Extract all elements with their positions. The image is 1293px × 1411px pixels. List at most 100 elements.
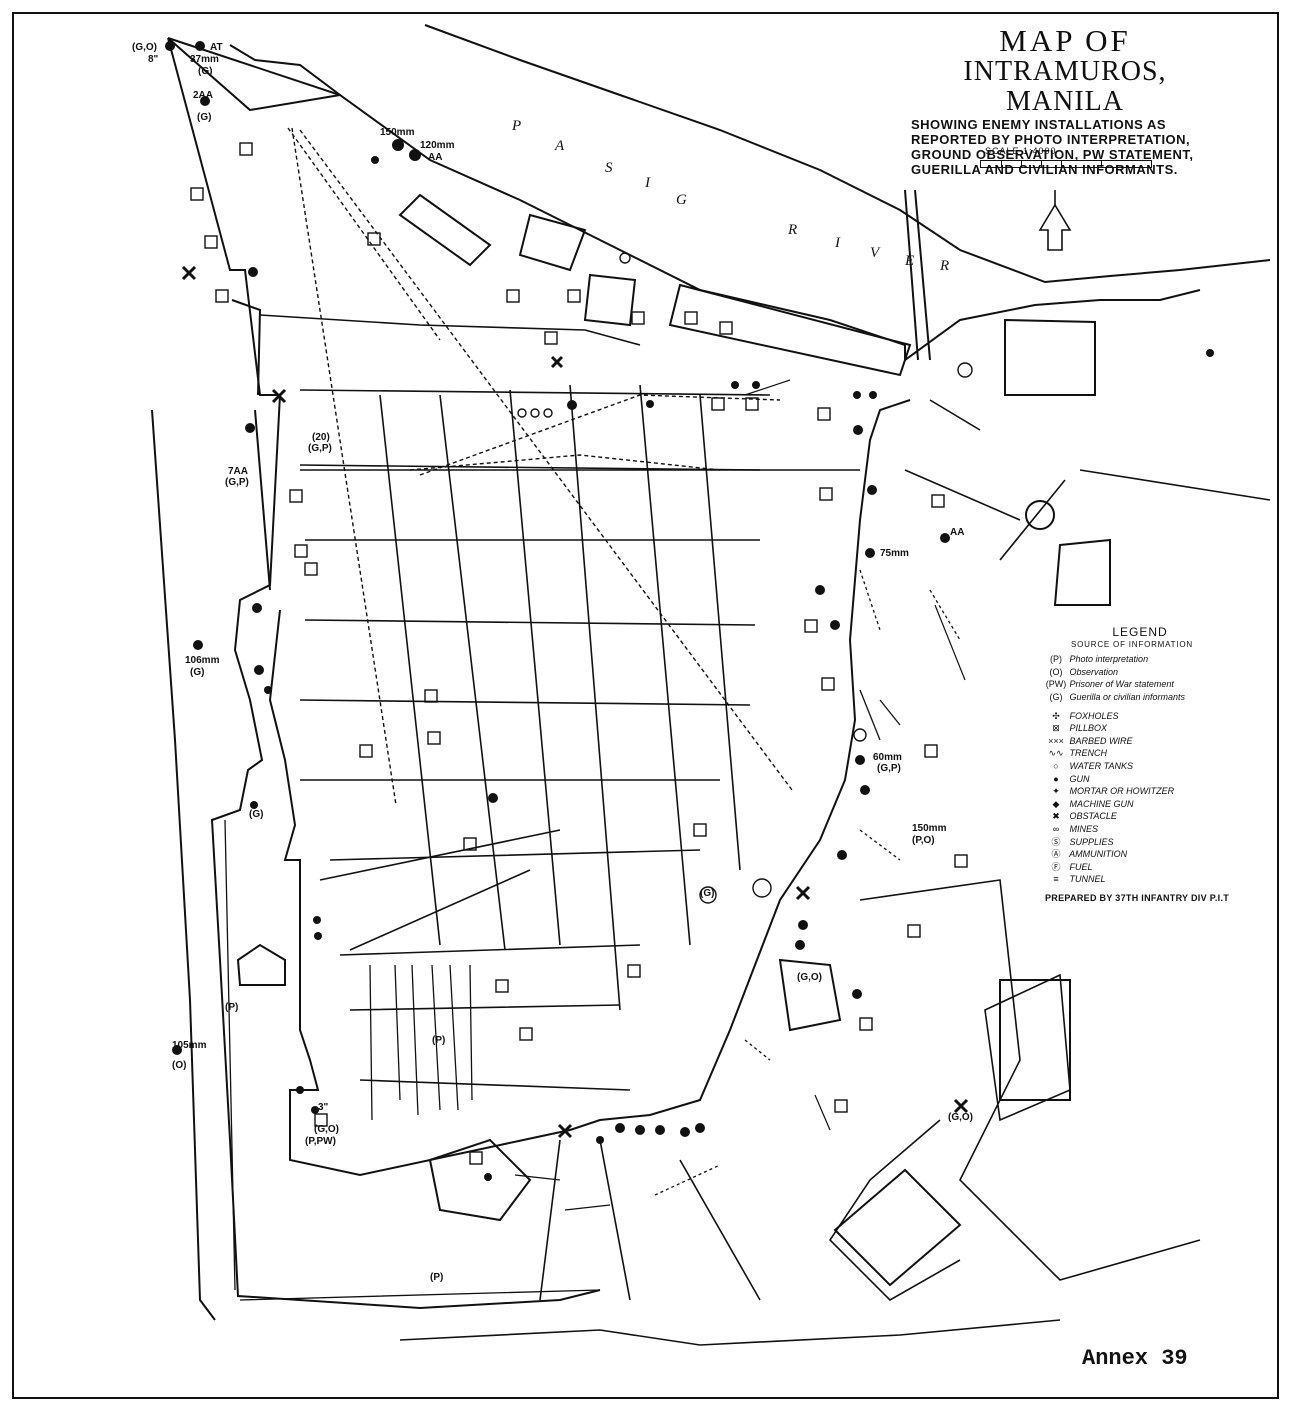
- river-letter: P: [512, 118, 522, 134]
- map-label: (O): [172, 1060, 187, 1071]
- river-letter: E: [905, 253, 915, 269]
- monument-outline: [999, 979, 1071, 1101]
- legend-text: PILLBOX: [1069, 723, 1108, 734]
- map-label: (G): [197, 112, 212, 123]
- river-bank-north: [424, 24, 1271, 284]
- legend-symbol-row: ✦ MORTAR OR HOWITZER: [1045, 785, 1255, 798]
- map-label: (G,O): [314, 1124, 339, 1135]
- street-grid: [259, 314, 860, 1091]
- legend-text: Observation: [1069, 666, 1119, 677]
- city-wall-outer: [167, 37, 601, 1310]
- pier: [904, 189, 931, 361]
- legend-source-heading: SOURCE OF INFORMATION: [1071, 639, 1193, 649]
- legend-symbol-row: ◆ MACHINE GUN: [1045, 798, 1255, 811]
- legend-symbol-row: ○ WATER TANKS: [1045, 760, 1255, 773]
- mortar-icon: ✦: [1052, 786, 1060, 797]
- water-tanks: [517, 252, 973, 904]
- map-label: (G,P): [225, 477, 249, 488]
- pillboxes: [190, 142, 968, 1165]
- mines-icon: ∞: [1052, 823, 1060, 834]
- legend-symbol-row: ∞ MINES: [1045, 823, 1255, 836]
- map-label: (G): [249, 809, 264, 820]
- legend-key: (O): [1049, 666, 1063, 677]
- map-label: (G,O): [948, 1112, 973, 1123]
- legend-symbol-row: ∿∿ TRENCH: [1045, 747, 1255, 760]
- legend-symbol-row: ××× BARBED WIRE: [1045, 735, 1255, 748]
- map-label: 106mm: [185, 655, 220, 666]
- city-wall-west: [151, 409, 216, 1321]
- river-letter: I: [835, 235, 840, 251]
- title-line-1: MAP OF: [999, 23, 1131, 58]
- map-label: (G,P): [877, 763, 901, 774]
- bastion-southwest: [428, 1138, 532, 1222]
- tunnel-icon: ≡: [1053, 874, 1059, 885]
- block-north-1: [398, 193, 492, 267]
- legend-text: MINES: [1069, 823, 1099, 834]
- map-title: MAP OF INTRAMUROS, MANILA SHOWING ENEMY …: [905, 23, 1225, 178]
- map-label: (P): [225, 1002, 239, 1013]
- map-label: 8": [148, 54, 159, 65]
- ammunition-icon: Ⓐ: [1051, 849, 1061, 860]
- map-label: 3": [318, 1102, 329, 1113]
- map-label: (G): [198, 66, 213, 77]
- fuel-icon: Ⓕ: [1051, 861, 1061, 872]
- legend-text: Prisoner of War statement: [1069, 679, 1174, 690]
- map-label: 150mm: [912, 823, 947, 834]
- map-label: 7AA: [228, 466, 249, 477]
- map-border: [12, 12, 1279, 1399]
- map-label: (P): [432, 1035, 446, 1046]
- legend-symbol-row: Ⓐ AMMUNITION: [1045, 848, 1255, 861]
- legend-symbol-row: ✖ OBSTACLE: [1045, 810, 1255, 823]
- foxhole-icon: ✣: [1052, 710, 1060, 721]
- subtitle-line-4: GUERILLA AND CIVILIAN INFORMANTS.: [911, 162, 1178, 177]
- block-north-3: [583, 273, 637, 327]
- annex-label: Annex 39: [1082, 1346, 1188, 1371]
- park-block: [1053, 538, 1111, 606]
- legend-key: (PW): [1045, 679, 1067, 690]
- legend-symbol-row: ⊠ PILLBOX: [1045, 722, 1255, 735]
- river-letter: G: [676, 192, 687, 208]
- barbed-wire-icon: ×××: [1048, 735, 1064, 746]
- map-label: AA: [428, 152, 443, 163]
- tunnels: [287, 127, 793, 806]
- machine-gun-icon: ◆: [1052, 798, 1060, 809]
- legend-symbol-row: Ⓕ FUEL: [1045, 861, 1255, 874]
- legend-text: Photo interpretation: [1069, 654, 1149, 665]
- subtitle-line-3: GROUND OBSERVATION, PW STATEMENT,: [911, 147, 1194, 162]
- legend-text: GUN: [1069, 773, 1090, 784]
- legend-text: OBSTACLE: [1069, 811, 1117, 822]
- legend-heading: LEGEND: [1112, 625, 1168, 639]
- prepared-by: PREPARED BY 37TH INFANTRY DIV P.I.T: [1045, 892, 1230, 903]
- legend-text: Guerilla or civilian informants: [1069, 691, 1186, 702]
- map-label: 2AA: [193, 90, 214, 101]
- roundabout: [1025, 500, 1055, 530]
- subtitle-line-1: SHOWING ENEMY INSTALLATIONS AS: [911, 117, 1167, 132]
- map-label: (G,O): [797, 972, 822, 983]
- map-label: 150mm: [380, 127, 415, 138]
- trench-icon: ∿∿: [1048, 748, 1064, 759]
- map-label: (20): [312, 432, 330, 443]
- map-label: (P): [430, 1272, 444, 1283]
- legend-source-row: (O) Observation: [1045, 666, 1255, 679]
- guns: [165, 41, 1214, 1181]
- east-roads: [399, 399, 1271, 1346]
- legend-text: MORTAR OR HOWITZER: [1069, 786, 1175, 797]
- map-label: 60mm: [873, 752, 902, 763]
- trenches: [224, 689, 901, 1301]
- city-wall-inner: [231, 299, 911, 1177]
- legend-text: AMMUNITION: [1069, 849, 1128, 860]
- legend-text: TUNNEL: [1069, 874, 1106, 885]
- river-letter: R: [940, 258, 950, 274]
- gun-icon: ●: [1053, 773, 1059, 784]
- mines: [514, 379, 966, 1211]
- map-label: (G,O): [132, 42, 157, 53]
- river-letter: V: [870, 245, 880, 261]
- river-bank-south: [167, 37, 1201, 362]
- legend-key: (P): [1050, 654, 1062, 665]
- legend-symbol-row: ≡ TUNNEL: [1045, 873, 1255, 886]
- legend-key: (G): [1049, 691, 1063, 702]
- barbed-wire: [654, 569, 961, 1196]
- legend-source-row: (P) Photo interpretation: [1045, 653, 1255, 666]
- legend-text: FUEL: [1069, 861, 1093, 872]
